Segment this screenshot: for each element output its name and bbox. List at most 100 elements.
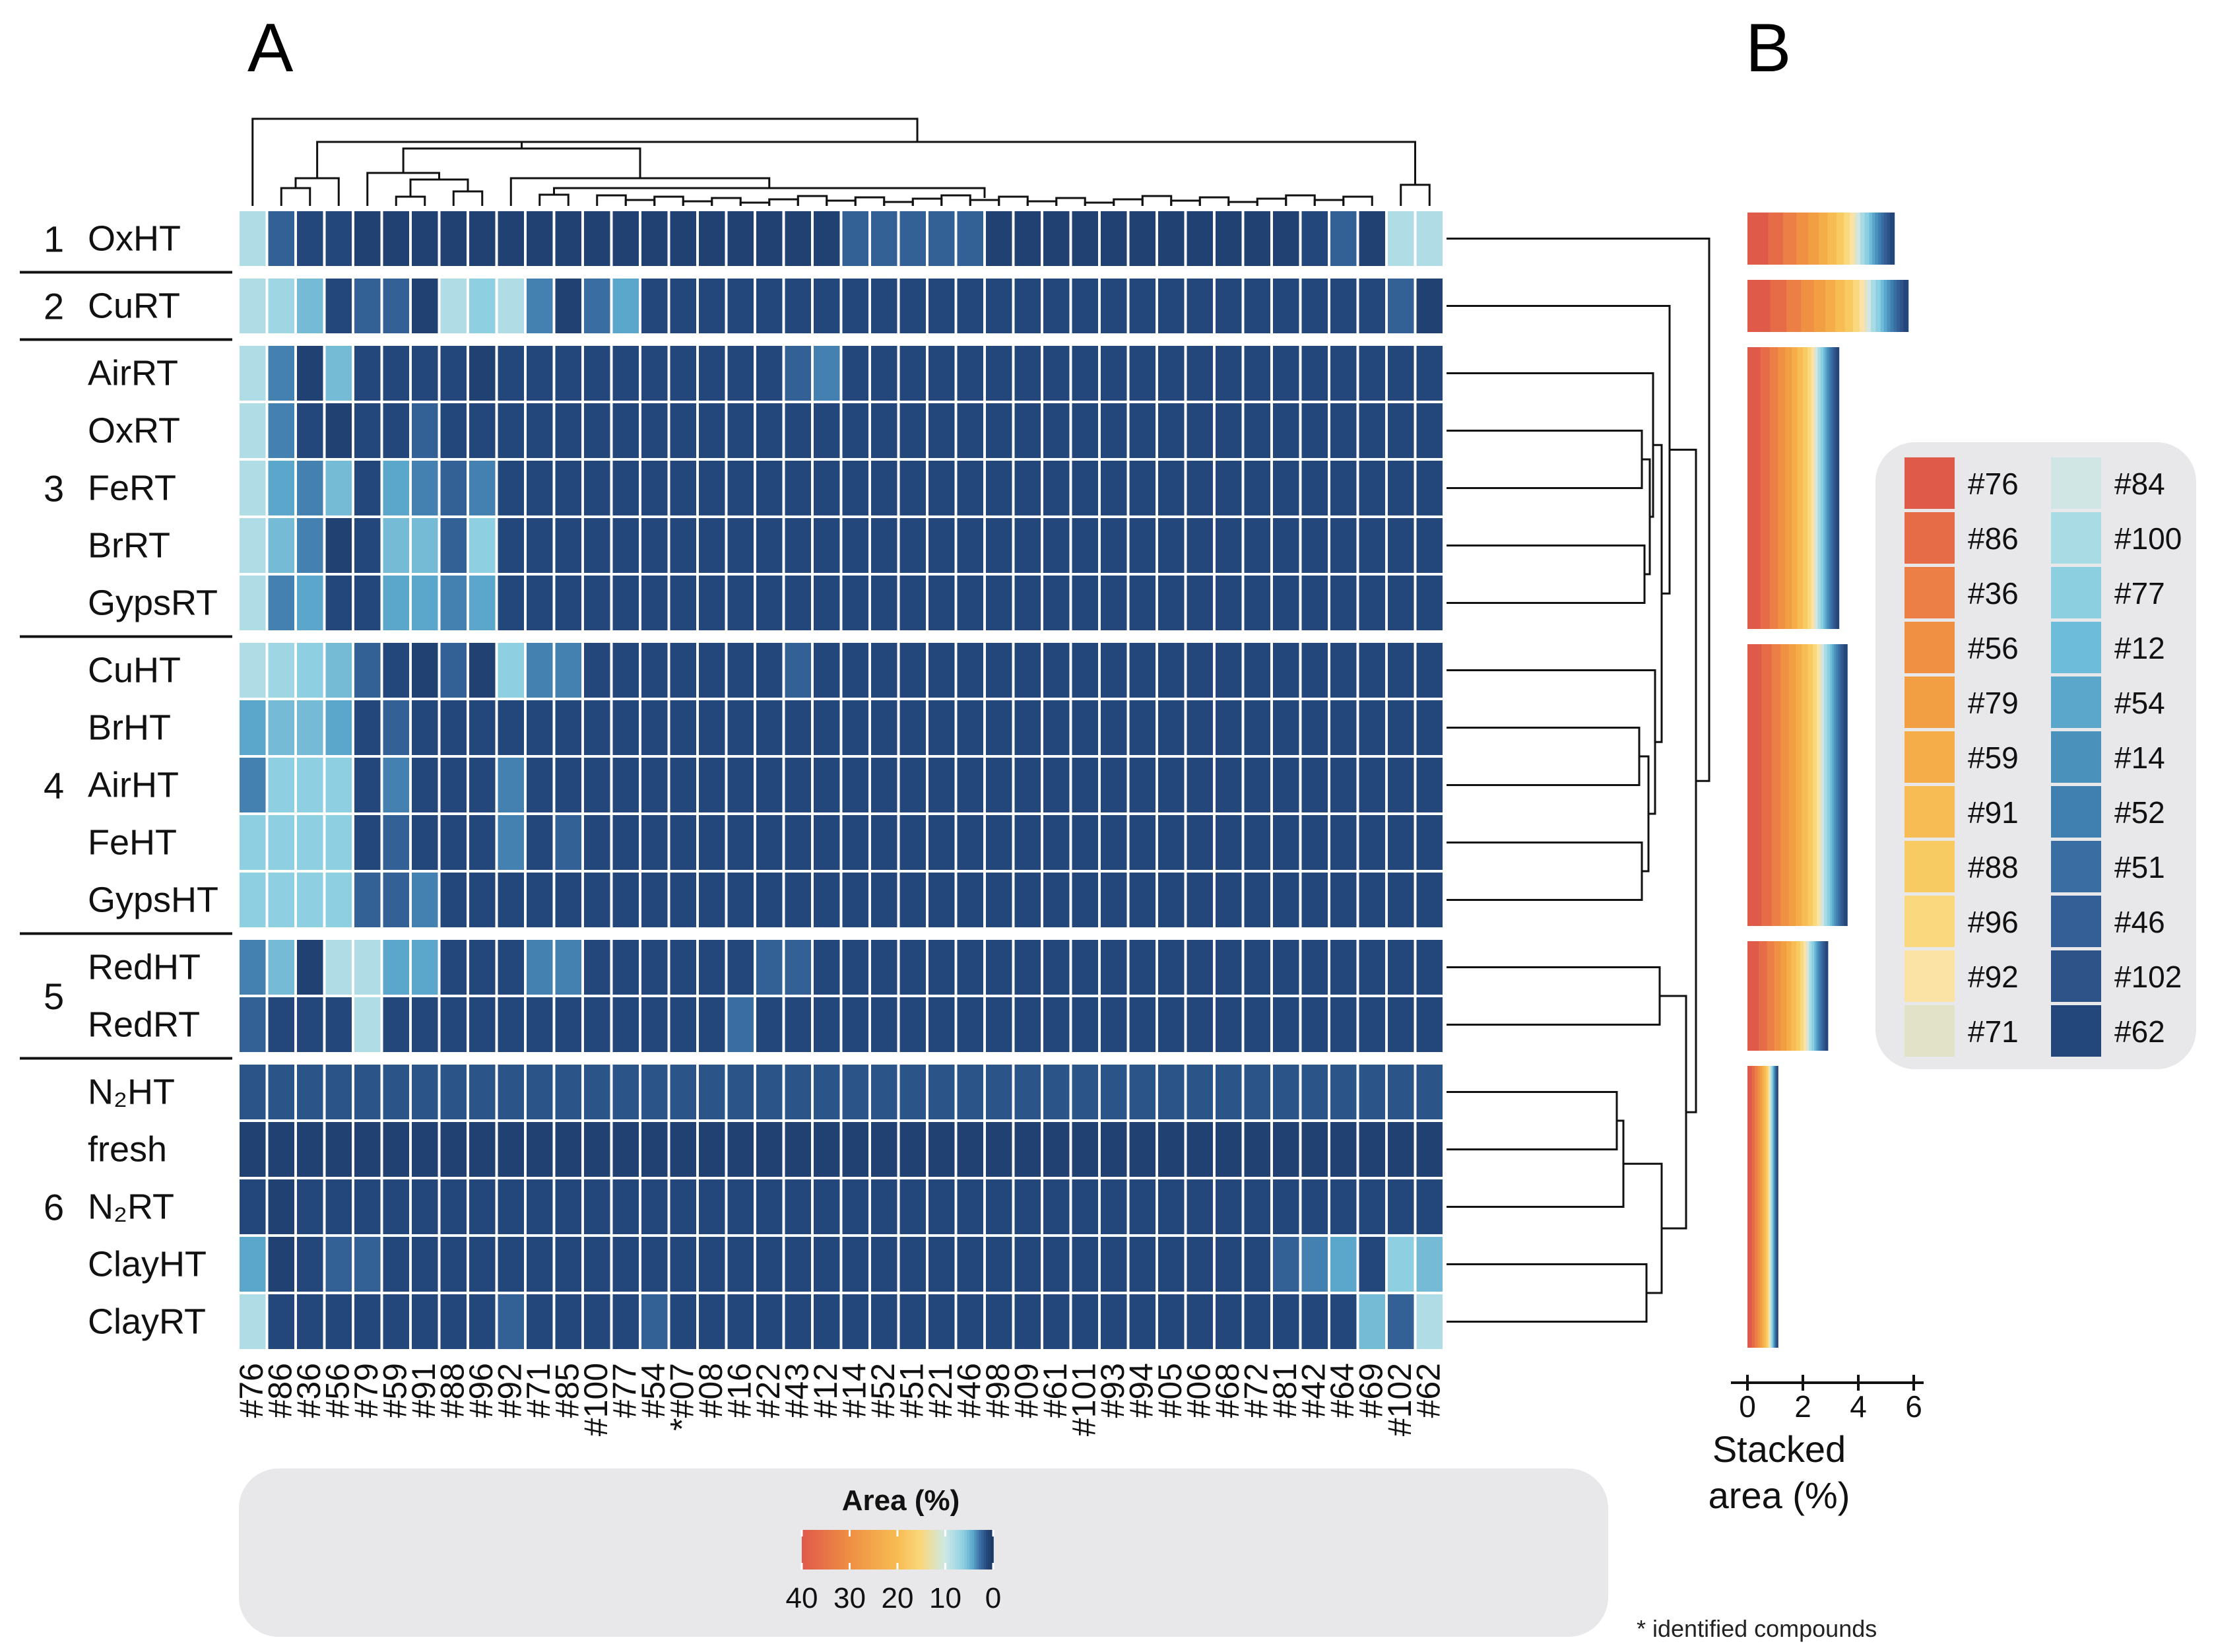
legend-label: #91 xyxy=(1968,795,2019,830)
heatmap-cell xyxy=(584,873,610,927)
stacked-segment xyxy=(1807,347,1812,629)
heatmap-cell xyxy=(1273,1179,1299,1234)
column-label: #68 xyxy=(1209,1363,1246,1418)
stacked-segment xyxy=(1825,347,1827,629)
heatmap-cell xyxy=(1330,211,1357,266)
heatmap-cell xyxy=(1072,700,1098,755)
heatmap-cell xyxy=(785,1294,811,1349)
heatmap-cell xyxy=(1101,576,1127,630)
heatmap-cell xyxy=(699,518,725,573)
stacked-segment xyxy=(1771,644,1781,926)
heatmap-cell xyxy=(928,1065,955,1119)
heatmap-cell xyxy=(842,1179,868,1234)
heatmap-cell xyxy=(785,940,811,995)
heatmap-cell xyxy=(928,940,955,995)
heatmap-cell xyxy=(1216,1294,1242,1349)
stacked-segment xyxy=(1860,213,1866,265)
column-label: #77 xyxy=(606,1363,643,1418)
heatmap-cell xyxy=(612,461,639,515)
heatmap-cell xyxy=(469,1065,496,1119)
heatmap-cell xyxy=(756,940,783,995)
heatmap-cell xyxy=(1187,940,1213,995)
heatmap-cell xyxy=(785,576,811,630)
legend-label: #88 xyxy=(1968,850,2019,884)
heatmap-cell xyxy=(383,1122,409,1177)
heatmap-cell xyxy=(527,873,553,927)
heatmap-cell xyxy=(1244,1294,1270,1349)
heatmap-cell xyxy=(469,873,496,927)
heatmap-cell xyxy=(268,758,294,812)
row-label: AirRT xyxy=(88,354,178,393)
heatmap-cell xyxy=(699,700,725,755)
heatmap-cell xyxy=(612,1294,639,1349)
heatmap-cell xyxy=(899,1294,926,1349)
stacked-segment xyxy=(1835,280,1846,332)
heatmap-cell xyxy=(1244,1237,1270,1292)
heatmap-cell xyxy=(957,576,983,630)
heatmap-cell xyxy=(412,576,438,630)
heatmap-cell xyxy=(814,997,840,1052)
stacked-segment xyxy=(1807,644,1813,926)
heatmap-cell xyxy=(814,940,840,995)
heatmap-cell xyxy=(268,940,294,995)
stacked-segment xyxy=(1767,941,1775,1051)
heatmap-cell xyxy=(670,403,696,458)
heatmap-cell xyxy=(297,1294,323,1349)
x-axis-label: area (%) xyxy=(1709,1474,1850,1516)
heatmap-cell xyxy=(412,1122,438,1177)
heatmap-cell xyxy=(1388,1122,1414,1177)
heatmap-cell xyxy=(412,211,438,266)
heatmap-cell xyxy=(1158,211,1185,266)
legend-swatch xyxy=(2051,1005,2101,1057)
heatmap-cell xyxy=(555,403,581,458)
heatmap-cell xyxy=(1187,1065,1213,1119)
heatmap-cell xyxy=(383,279,409,333)
heatmap-cell xyxy=(383,873,409,927)
heatmap-cell xyxy=(354,643,381,698)
column-label: #22 xyxy=(750,1363,787,1418)
heatmap-cell xyxy=(240,211,266,266)
heatmap-cell xyxy=(440,461,467,515)
heatmap-cell xyxy=(957,403,983,458)
heatmap-cell xyxy=(1416,1065,1443,1119)
stacked-segment xyxy=(1775,1066,1776,1348)
heatmap-cell xyxy=(641,518,668,573)
heatmap-cell xyxy=(1416,576,1443,630)
heatmap-cell xyxy=(1301,518,1328,573)
heatmap-cell xyxy=(641,643,668,698)
heatmap-cell xyxy=(871,518,897,573)
heatmap-cell xyxy=(527,211,553,266)
heatmap-cell xyxy=(1273,1294,1299,1349)
column-label: #05 xyxy=(1152,1363,1188,1418)
heatmap-cell xyxy=(1043,518,1070,573)
legend-label: #51 xyxy=(2114,850,2165,884)
stacked-segment xyxy=(1774,1066,1775,1348)
heatmap-cell xyxy=(1072,1237,1098,1292)
heatmap-cell xyxy=(1187,211,1213,266)
heatmap-cell xyxy=(1244,700,1270,755)
heatmap-cell xyxy=(814,518,840,573)
legend-swatch xyxy=(2051,950,2101,1002)
heatmap-cell xyxy=(1072,1122,1098,1177)
legend-label: #12 xyxy=(2114,631,2165,665)
heatmap-cell xyxy=(727,997,754,1052)
heatmap-cell xyxy=(727,279,754,333)
stacked-segment xyxy=(1808,213,1819,265)
heatmap-cell xyxy=(469,758,496,812)
heatmap-cell xyxy=(325,518,352,573)
colorbar-tick-label: 0 xyxy=(985,1582,1001,1614)
heatmap-cell xyxy=(899,279,926,333)
heatmap-cell xyxy=(555,576,581,630)
heatmap-cell xyxy=(814,643,840,698)
heatmap-cell xyxy=(268,403,294,458)
heatmap-cell xyxy=(899,1237,926,1292)
heatmap-cell xyxy=(842,461,868,515)
heatmap-cell xyxy=(1244,576,1270,630)
legend-swatch xyxy=(2051,567,2101,618)
heatmap-cell xyxy=(871,1179,897,1234)
heatmap-cell xyxy=(1273,873,1299,927)
heatmap-cell xyxy=(527,346,553,401)
row-label: N₂RT xyxy=(88,1187,174,1227)
heatmap-cell xyxy=(325,815,352,870)
heatmap-cell xyxy=(785,403,811,458)
